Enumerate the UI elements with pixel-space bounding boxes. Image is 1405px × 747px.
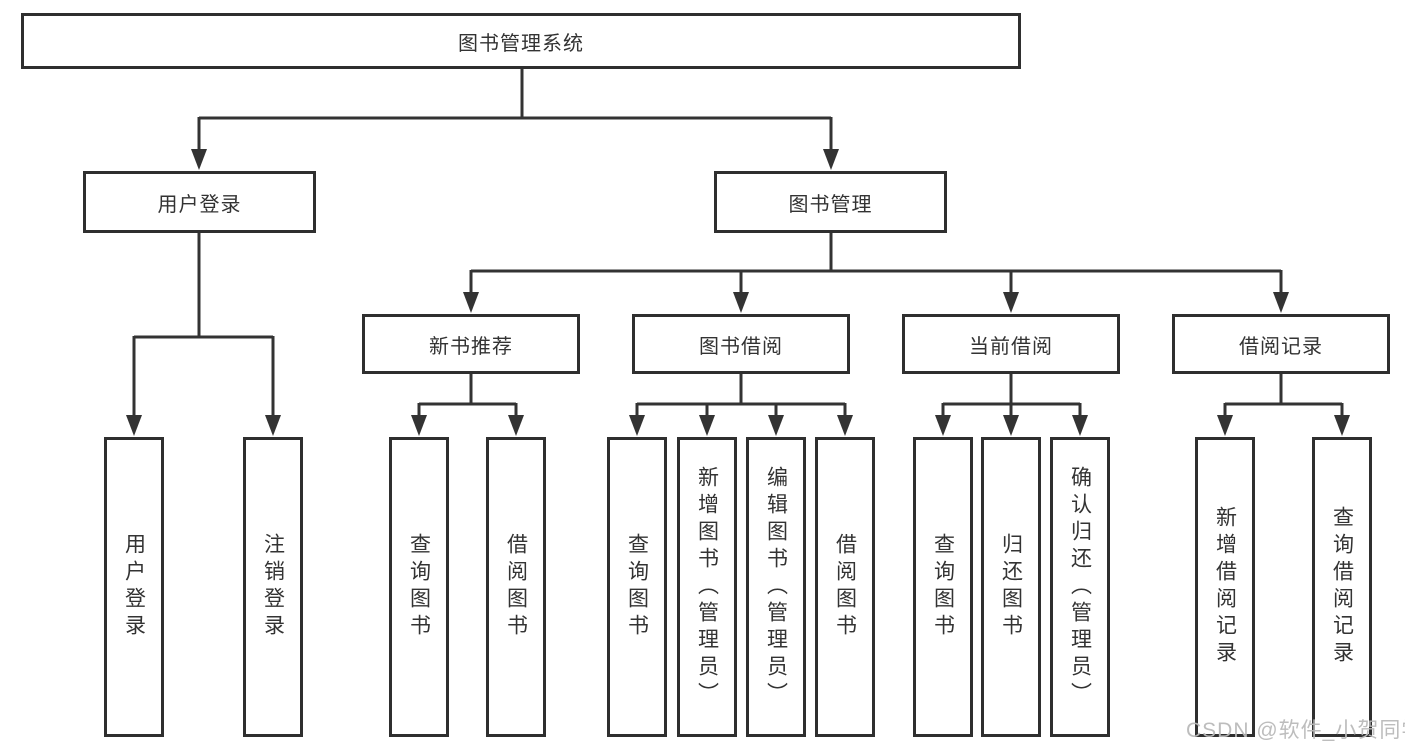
connector-userlogin-to-leaves <box>132 233 275 419</box>
leaf-logout: 注销登录 <box>243 437 303 737</box>
node-root-label: 图书管理系统 <box>458 32 584 55</box>
node-user-login-label: 用户登录 <box>157 193 242 216</box>
node-current-borrow: 当前借阅 <box>902 314 1120 374</box>
leaf-edit-book-admin-label: 编辑图书（管理员） <box>764 465 788 709</box>
csdn-watermark: CSDN @软件_小贺同学 <box>1186 719 1405 742</box>
leaf-user-login: 用户登录 <box>104 437 164 737</box>
leaf-borrow-books-newbooks-label: 借阅图书 <box>504 533 528 641</box>
node-borrow-records: 借阅记录 <box>1172 314 1390 374</box>
connector-root-to-level2 <box>197 69 833 152</box>
leaf-add-book-admin-label: 新增图书（管理员） <box>695 465 719 709</box>
node-borrow-records-label: 借阅记录 <box>1239 335 1323 358</box>
connector-bookmgmt-to-level3 <box>469 233 1283 296</box>
node-user-login: 用户登录 <box>83 171 316 233</box>
leaf-query-books-borrow-label: 查询图书 <box>625 533 649 641</box>
node-root: 图书管理系统 <box>21 13 1021 69</box>
leaf-user-login-label: 用户登录 <box>122 533 146 641</box>
leaf-logout-label: 注销登录 <box>261 533 285 641</box>
leaf-add-borrow-record-label: 新增借阅记录 <box>1213 506 1237 668</box>
leaf-borrow-books-newbooks: 借阅图书 <box>486 437 546 737</box>
leaf-query-books-newbooks-label: 查询图书 <box>407 533 431 641</box>
leaf-borrow-books-borrow: 借阅图书 <box>815 437 875 737</box>
leaf-confirm-return-admin-label: 确认归还（管理员） <box>1068 465 1092 709</box>
arrowheads-leaves <box>126 415 1350 436</box>
leaf-query-borrow-record-label: 查询借阅记录 <box>1330 506 1354 668</box>
arrowheads-level3 <box>463 292 1289 313</box>
node-new-book-recommend: 新书推荐 <box>362 314 580 374</box>
leaf-query-books-current: 查询图书 <box>913 437 973 737</box>
connector-newbooks-to-leaves <box>417 374 518 419</box>
node-book-borrow: 图书借阅 <box>632 314 850 374</box>
connector-borrowrecords-to-leaves <box>1223 374 1344 419</box>
leaf-query-books-newbooks: 查询图书 <box>389 437 449 737</box>
node-book-management: 图书管理 <box>714 171 947 233</box>
leaf-borrow-books-borrow-label: 借阅图书 <box>833 533 857 641</box>
connector-bookborrow-to-leaves <box>635 374 847 419</box>
leaf-query-books-current-label: 查询图书 <box>931 533 955 641</box>
leaf-edit-book-admin: 编辑图书（管理员） <box>746 437 806 737</box>
arrowheads-level2 <box>191 149 839 170</box>
leaf-return-books-label: 归还图书 <box>999 533 1023 641</box>
connector-currentborrow-to-leaves <box>941 374 1082 419</box>
leaf-query-books-borrow: 查询图书 <box>607 437 667 737</box>
leaf-return-books: 归还图书 <box>981 437 1041 737</box>
leaf-add-borrow-record: 新增借阅记录 <box>1195 437 1255 737</box>
node-current-borrow-label: 当前借阅 <box>969 335 1053 358</box>
leaf-add-book-admin: 新增图书（管理员） <box>677 437 737 737</box>
node-book-management-label: 图书管理 <box>788 193 873 216</box>
leaf-query-borrow-record: 查询借阅记录 <box>1312 437 1372 737</box>
node-book-borrow-label: 图书借阅 <box>699 335 783 358</box>
leaf-confirm-return-admin: 确认归还（管理员） <box>1050 437 1110 737</box>
node-new-book-recommend-label: 新书推荐 <box>429 335 513 358</box>
